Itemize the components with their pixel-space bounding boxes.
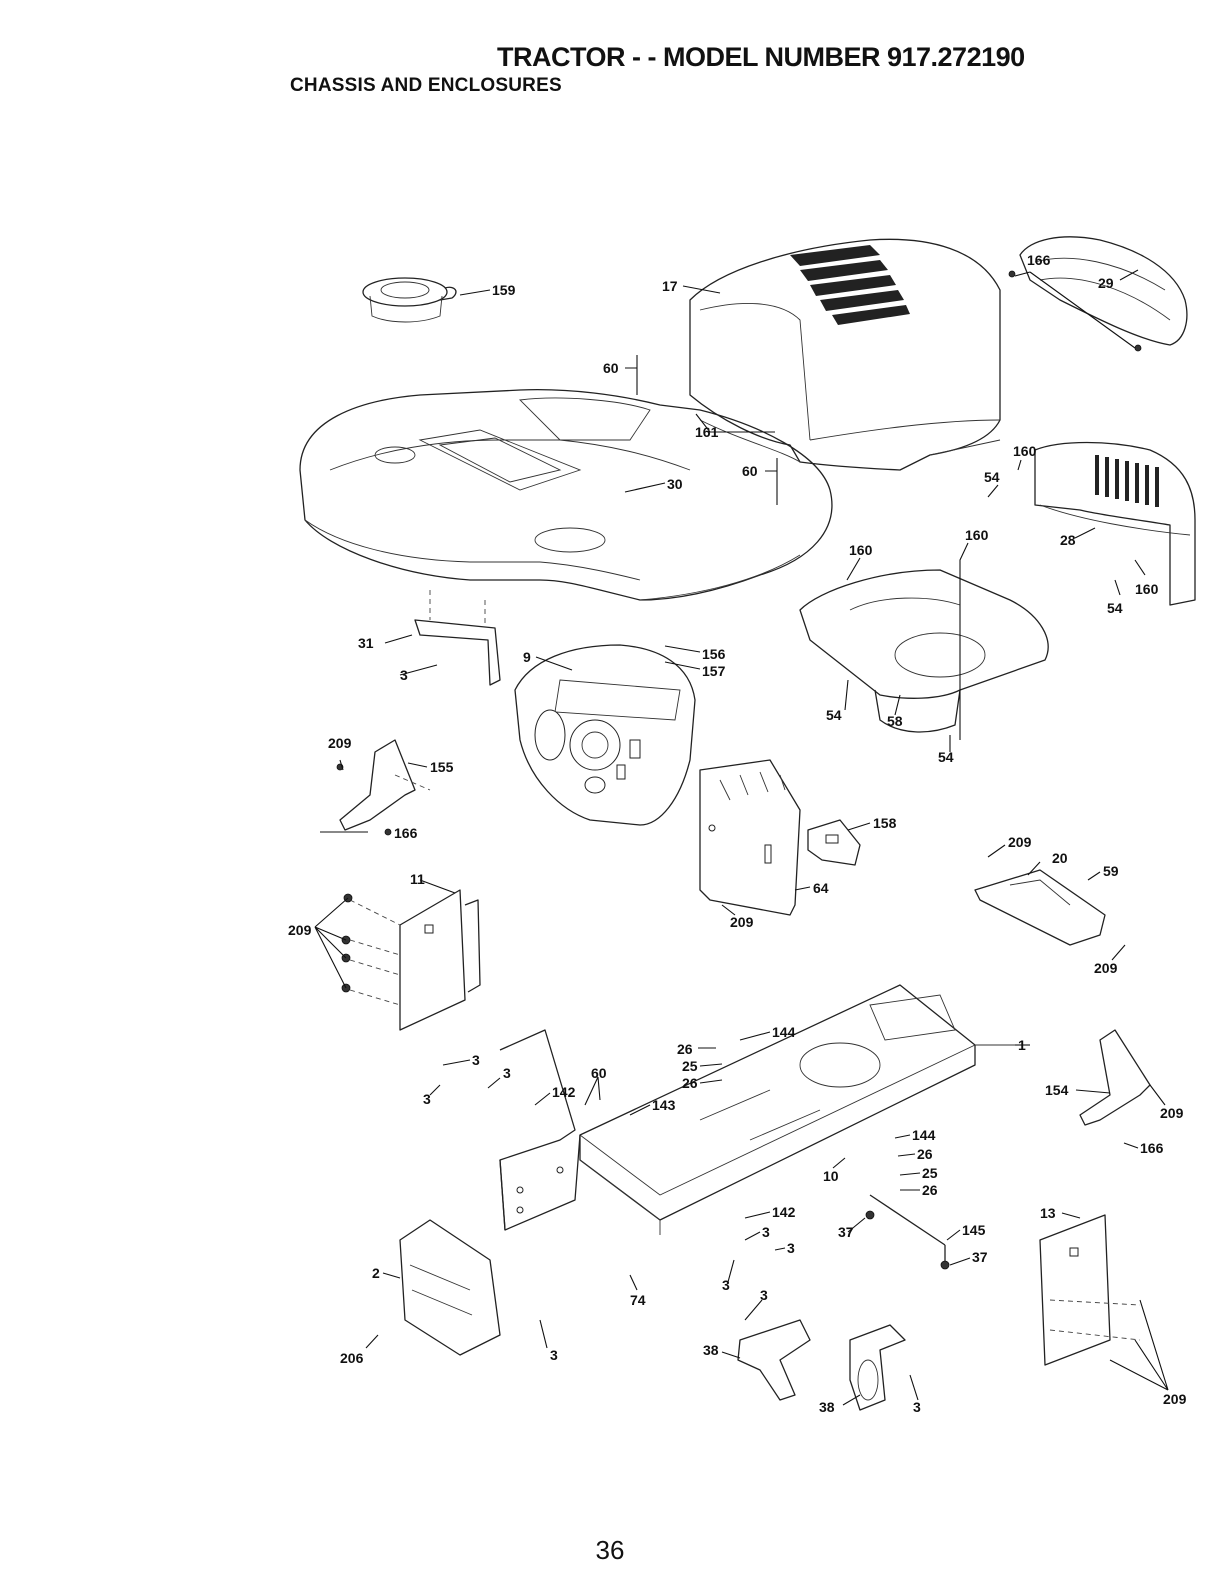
- callout-54: 54: [1107, 600, 1123, 616]
- callout-17: 17: [662, 278, 678, 294]
- callout-25: 25: [922, 1165, 938, 1181]
- callout-209: 209: [1094, 960, 1118, 976]
- callout-166: 166: [394, 825, 418, 841]
- callout-26: 26: [677, 1041, 693, 1057]
- callout-160: 160: [849, 542, 873, 558]
- callout-144: 144: [772, 1024, 796, 1040]
- callout-209: 209: [288, 922, 312, 938]
- callout-10: 10: [823, 1168, 839, 1184]
- callout-28: 28: [1060, 532, 1076, 548]
- callout-3: 3: [472, 1052, 480, 1068]
- callout-60: 60: [591, 1065, 607, 1081]
- callout-142: 142: [772, 1204, 796, 1220]
- callout-3: 3: [423, 1091, 431, 1107]
- callout-60: 60: [742, 463, 758, 479]
- callout-209: 209: [1163, 1391, 1187, 1407]
- callout-143: 143: [652, 1097, 676, 1113]
- dash-panel-part-9: [515, 645, 695, 825]
- callout-3: 3: [722, 1277, 730, 1293]
- callout-54: 54: [984, 469, 1000, 485]
- callout-58: 58: [887, 713, 903, 729]
- callout-142: 142: [552, 1084, 576, 1100]
- callout-20: 20: [1052, 850, 1068, 866]
- callout-26: 26: [682, 1075, 698, 1091]
- callout-155: 155: [430, 759, 454, 775]
- callout-38: 38: [703, 1342, 719, 1358]
- panel-part-11: [342, 890, 480, 1030]
- callout-160: 160: [965, 527, 989, 543]
- callout-54: 54: [826, 707, 842, 723]
- callout-157: 157: [702, 663, 726, 679]
- callout-29: 29: [1098, 275, 1114, 291]
- callout-166: 166: [1140, 1140, 1164, 1156]
- callout-38: 38: [819, 1399, 835, 1415]
- bracket-part-38-left: [738, 1320, 810, 1400]
- callout-160: 160: [1135, 581, 1159, 597]
- callout-209: 209: [328, 735, 352, 751]
- callout-9: 9: [523, 649, 531, 665]
- callout-54: 54: [938, 749, 954, 765]
- callout-209: 209: [730, 914, 754, 930]
- front-plate-part-142: [500, 1030, 580, 1230]
- callout-11: 11: [410, 871, 425, 887]
- callout-37: 37: [972, 1249, 988, 1265]
- callout-37: 37: [838, 1224, 854, 1240]
- plate-part-64: [700, 760, 800, 915]
- bracket-part-155: [337, 740, 430, 835]
- callout-25: 25: [682, 1058, 698, 1074]
- callout-3: 3: [400, 667, 408, 683]
- callout-3: 3: [503, 1065, 511, 1081]
- callout-156: 156: [702, 646, 726, 662]
- callout-30: 30: [667, 476, 683, 492]
- callout-145: 145: [962, 1222, 986, 1238]
- panel-part-13: [1040, 1215, 1140, 1365]
- callout-3: 3: [762, 1224, 770, 1240]
- callout-159: 159: [492, 282, 516, 298]
- callout-144: 144: [912, 1127, 936, 1143]
- callout-26: 26: [922, 1182, 938, 1198]
- bracket-part-31: [415, 590, 500, 685]
- callout-3: 3: [913, 1399, 921, 1415]
- main-frame-part-1: [580, 985, 1015, 1235]
- callout-74: 74: [630, 1292, 646, 1308]
- callout-206: 206: [340, 1350, 364, 1366]
- callout-3: 3: [760, 1287, 768, 1303]
- bracket-part-154: [1080, 1030, 1150, 1125]
- callout-160: 160: [1013, 443, 1037, 459]
- callout-209: 209: [1160, 1105, 1184, 1121]
- callout-31: 31: [358, 635, 374, 651]
- callout-13: 13: [1040, 1205, 1056, 1221]
- callout-209: 209: [1008, 834, 1032, 850]
- callout-158: 158: [873, 815, 897, 831]
- page-number: 36: [590, 1535, 630, 1566]
- bracket-part-2: [400, 1220, 500, 1355]
- callout-161: 161: [695, 424, 719, 440]
- callout-1: 1: [1018, 1037, 1026, 1053]
- callout-64: 64: [813, 880, 829, 896]
- callout-3: 3: [787, 1240, 795, 1256]
- callout-3: 3: [550, 1347, 558, 1363]
- callout-2: 2: [372, 1265, 380, 1281]
- callout-60: 60: [603, 360, 619, 376]
- bracket-part-158: [808, 820, 860, 865]
- rod-part-145: [866, 1195, 949, 1269]
- hood-part-17: [690, 239, 1000, 470]
- callout-166: 166: [1027, 252, 1051, 268]
- fender-part-30: [300, 390, 832, 600]
- callout-154: 154: [1045, 1082, 1069, 1098]
- plate-part-20: [975, 870, 1105, 945]
- leader-lines: [315, 270, 1168, 1405]
- callout-59: 59: [1103, 863, 1119, 879]
- bracket-part-38-right: [850, 1325, 905, 1410]
- callout-26: 26: [917, 1146, 933, 1162]
- fuel-cap-part-159: [363, 278, 456, 322]
